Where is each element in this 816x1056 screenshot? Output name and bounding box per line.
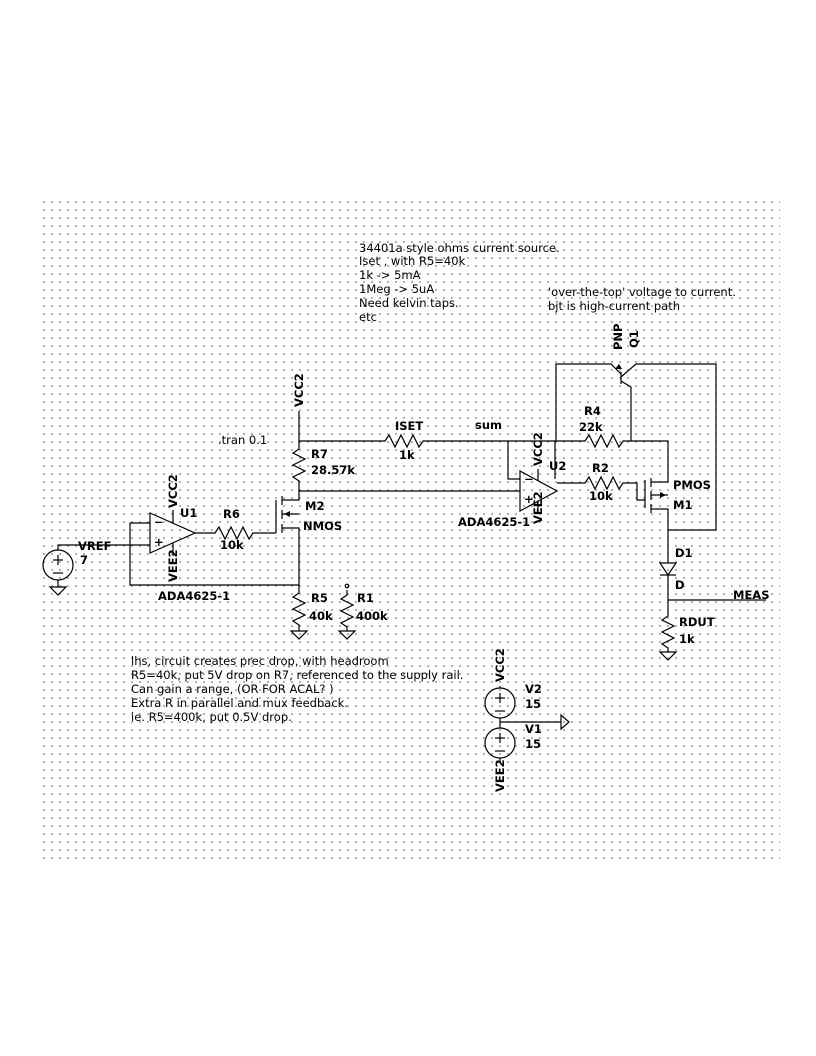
meas-net: MEAS	[668, 588, 769, 602]
u2-vcc-label: VCC2	[531, 432, 545, 466]
m1-model: PMOS	[673, 478, 711, 492]
rdut-label: RDUT	[679, 615, 715, 629]
comment-top-line: Iset , with R5=40k	[359, 254, 466, 268]
comment-top-line: Need kelvin taps.	[359, 296, 459, 310]
r7-resistor[interactable]: VCC2 R7 28.57k	[291, 373, 355, 490]
vref-label: VREF	[78, 539, 111, 553]
rdut-value: 1k	[679, 632, 695, 646]
m2-nmos[interactable]: M2 NMOS	[275, 490, 342, 585]
comment-bottom-line: lhs, circuit creates prec drop, with hea…	[131, 654, 389, 668]
comment-top-line: etc	[359, 310, 377, 324]
d1-model: D	[675, 578, 685, 592]
d1-label: D1	[675, 546, 693, 560]
v2-value: 15	[525, 697, 541, 711]
sum-net-label: sum	[475, 418, 502, 432]
q1-label: Q1	[627, 330, 641, 348]
comment-top-line: 1k -> 5mA	[359, 268, 421, 282]
meas-label: MEAS	[733, 588, 769, 602]
q1-pnp[interactable]: PNP Q1	[555, 324, 717, 531]
v1-vee-label: VEE2	[493, 759, 507, 792]
u1-label: U1	[180, 506, 197, 520]
u2-opamp[interactable]: − + U2 ADA4625-1 VCC2 VEE2	[458, 432, 566, 529]
r2-value: 10k	[589, 489, 613, 503]
r5-value: 40k	[309, 609, 333, 623]
r6-label: R6	[223, 507, 240, 521]
m1-pmos[interactable]: PMOS M1	[630, 440, 711, 530]
vref-value: 7	[80, 553, 88, 567]
r7-label: R7	[311, 447, 328, 461]
u2-model: ADA4625-1	[458, 515, 530, 529]
u2-vee-label: VEE2	[531, 491, 545, 524]
u1-minus-sign: −	[154, 515, 164, 529]
v1-source[interactable]: V1 15 VEE2	[484, 722, 542, 792]
comment-top-line: 1Meg -> 5uA	[359, 282, 434, 296]
comment-right: 'over-the-top' voltage to current. bjt i…	[548, 285, 736, 313]
m2-model: NMOS	[303, 519, 342, 533]
u2-minus-sign: −	[524, 472, 534, 486]
vref-source[interactable]: VREF 7	[42, 539, 135, 596]
m2-label: M2	[305, 499, 324, 513]
comment-bottom-line: Can gain a range, (OR FOR ACAL? )	[131, 682, 334, 696]
r4-value: 22k	[579, 420, 603, 434]
ground-symbol	[499, 713, 570, 731]
r4-label: R4	[584, 404, 601, 418]
r5-label: R5	[311, 591, 328, 605]
r7-value: 28.57k	[311, 463, 355, 477]
v1-value: 15	[525, 737, 541, 751]
v2-label: V2	[525, 682, 542, 696]
m1-label: M1	[673, 498, 692, 512]
rdut-resistor[interactable]: RDUT 1k	[658, 600, 715, 661]
r1-resistor[interactable]: R1 400k	[337, 583, 388, 640]
comment-bottom-line: R5=40k, put 5V drop on R7, referenced to…	[131, 668, 463, 682]
u1-vee-label: VEE2	[166, 549, 180, 582]
iset-resistor[interactable]: ISET 1k sum	[299, 418, 556, 492]
comment-top: 34401a style ohms current source. Iset ,…	[359, 241, 560, 324]
v2-source[interactable]: VCC2 V2 15	[484, 648, 542, 719]
d1-diode[interactable]: D1 D	[658, 530, 693, 600]
iset-label: ISET	[395, 419, 423, 433]
v2-vcc-label: VCC2	[493, 648, 507, 682]
comment-bottom-line: ie. R5=400k, put 0.5V drop.	[131, 710, 292, 724]
r1-value: 400k	[356, 609, 388, 623]
u2-label: U2	[549, 459, 566, 473]
v1-label: V1	[525, 722, 542, 736]
r1-label: R1	[357, 591, 374, 605]
q1-model: PNP	[611, 324, 625, 350]
r4-resistor[interactable]: R4 22k	[555, 404, 630, 449]
u1-model: ADA4625-1	[158, 589, 230, 603]
r2-resistor[interactable]: R2 10k	[557, 461, 645, 503]
comment-right-line: 'over-the-top' voltage to current.	[548, 285, 736, 299]
comment-bottom-line: Extra R in parallel and mux feedback.	[131, 696, 348, 710]
tran-directive: .tran 0.1	[218, 433, 267, 447]
r5-resistor[interactable]: R5 40k	[289, 585, 333, 640]
r6-resistor[interactable]: R6 10k	[195, 507, 276, 552]
iset-value: 1k	[399, 448, 415, 462]
r2-label: R2	[592, 461, 609, 475]
r6-value: 10k	[220, 538, 244, 552]
u2-plus-sign: +	[524, 492, 534, 506]
u1-opamp[interactable]: − + U1 ADA4625-1 VCC2 VEE2	[129, 474, 299, 603]
comment-right-line: bjt is high-current path	[548, 299, 680, 313]
r7-vcc-label: VCC2	[292, 373, 306, 407]
grid-dots	[40, 198, 780, 862]
u1-vcc-label: VCC2	[166, 474, 180, 508]
comment-bottom: lhs, circuit creates prec drop, with hea…	[131, 654, 463, 724]
u1-plus-sign: +	[154, 535, 164, 549]
comment-top-line: 34401a style ohms current source.	[359, 241, 560, 255]
